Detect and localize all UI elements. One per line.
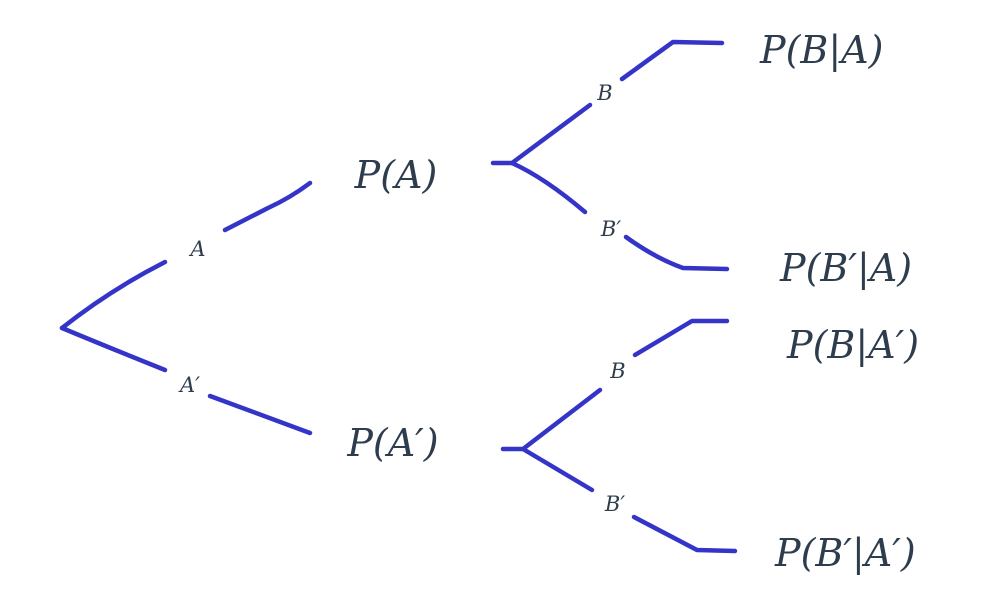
node-p-a: P(A) (354, 153, 438, 197)
leaf-p-b-given-a: P(B|A) (759, 28, 883, 72)
branch-b-given-a-prime (500, 318, 730, 452)
leaf-p-b-given-a-prime: P(B|A′) (786, 323, 919, 367)
branch-b-prime-given-a (509, 160, 730, 272)
leaf-p-b-prime-given-a-prime: P(B′|A′) (774, 531, 916, 575)
edge-label-a: A (188, 237, 205, 261)
branch-a (59, 180, 313, 331)
edge-label-b-prime-given-a: B′ (600, 217, 621, 241)
edge-label-b-given-a: B (596, 81, 612, 105)
leaf-p-b-prime-given-a: P(B′|A) (779, 246, 912, 290)
node-p-a-prime: P(A′) (346, 421, 438, 465)
edge-label-b-prime-given-a-prime: B′ (604, 492, 625, 516)
branch-b-prime-given-a-prime (520, 446, 738, 554)
edge-label-b-given-a-prime: B (609, 359, 625, 383)
edge-label-a-prime: A′ (178, 373, 200, 397)
branch-a-prime (59, 325, 313, 436)
